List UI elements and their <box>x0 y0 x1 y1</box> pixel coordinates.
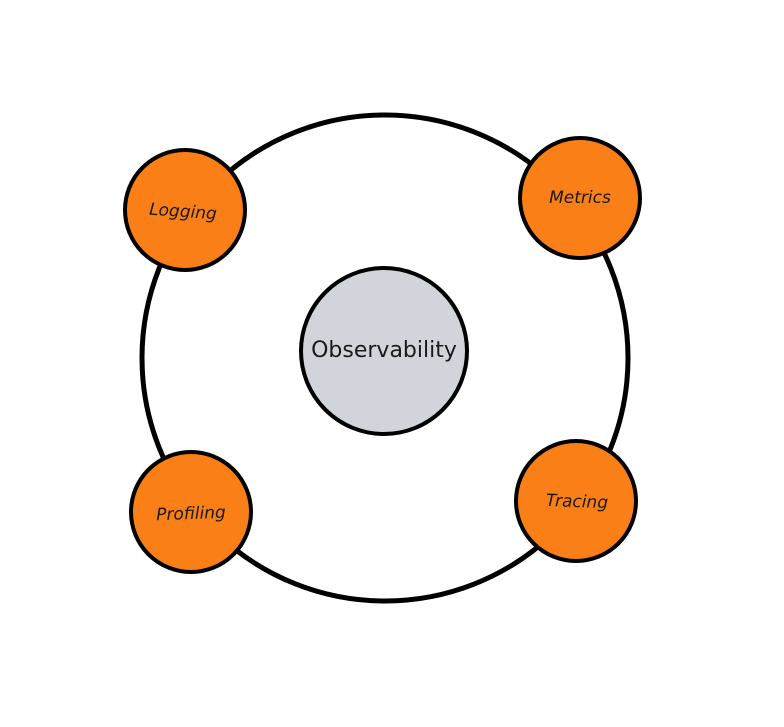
node-metrics: Metrics <box>518 136 642 260</box>
node-profiling-label: Profiling <box>156 503 226 525</box>
node-profiling: Profiling <box>129 450 253 574</box>
node-tracing-circle <box>514 439 638 563</box>
node-tracing-label: Tracing <box>546 491 609 513</box>
node-logging: Logging <box>123 148 247 272</box>
center-node: Observability <box>299 266 469 436</box>
node-metrics-circle <box>518 136 642 260</box>
node-profiling-circle <box>129 450 253 574</box>
node-logging-circle <box>123 148 247 272</box>
node-logging-label: Logging <box>149 200 218 225</box>
node-metrics-label: Metrics <box>549 188 611 208</box>
center-node-label: Observability <box>311 338 457 363</box>
node-tracing: Tracing <box>514 439 638 563</box>
center-node-circle <box>299 266 469 436</box>
